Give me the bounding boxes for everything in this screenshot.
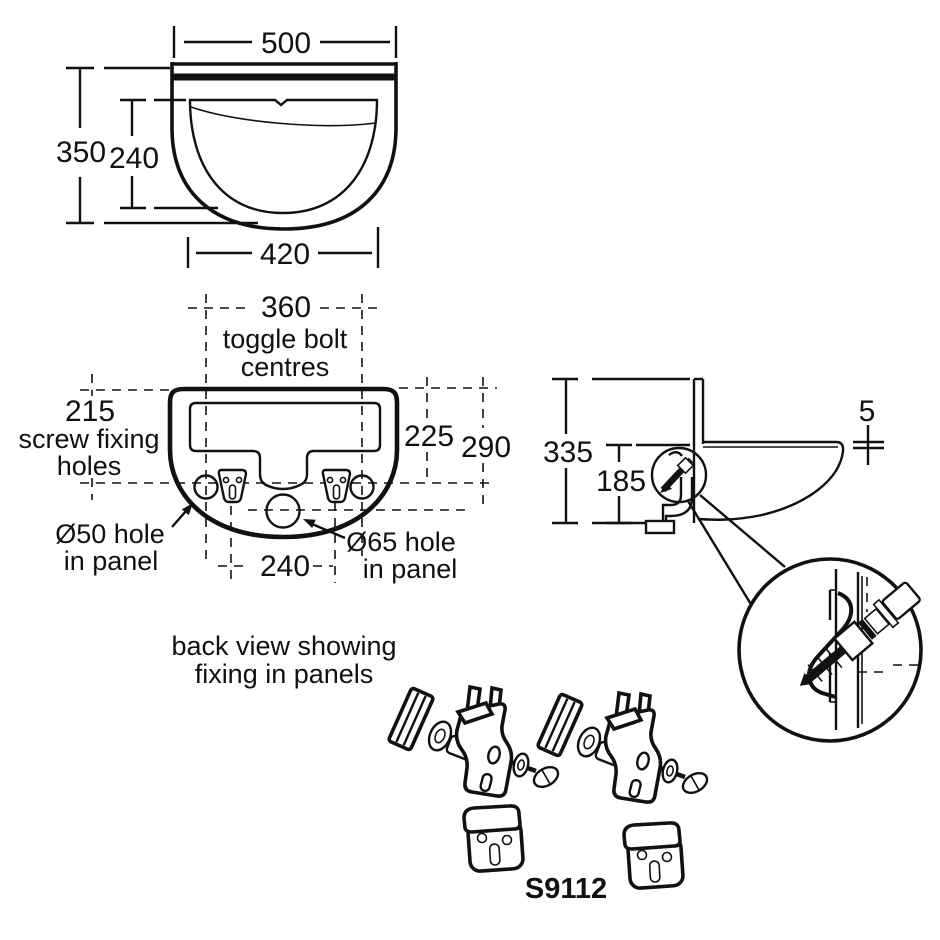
basin-bowl-inner — [188, 98, 379, 215]
dim-240-front-label: 240 — [109, 142, 159, 175]
back-view-caption-2: fixing in panels — [195, 659, 374, 689]
fixing-detail-small — [650, 446, 708, 504]
front-view: 500 350 240 — [56, 26, 398, 271]
dim-215-label: 215 — [65, 395, 115, 428]
basin-body-outline — [170, 82, 398, 231]
toggle-bolt-label-1: toggle bolt — [223, 324, 348, 354]
screw-fixing-label-2: holes — [57, 451, 122, 481]
fixing-bracket-left — [217, 468, 248, 504]
dim-185: 185 — [596, 443, 690, 525]
dim-240-back-label: 240 — [260, 550, 310, 583]
hole65-callout: Ø65 hole in panel — [303, 519, 457, 584]
dim-225-label: 225 — [404, 420, 454, 453]
dim-290-label: 290 — [461, 431, 511, 464]
dim-360-label: 360 — [261, 291, 311, 324]
screw-fixing-label-1: screw fixing — [18, 424, 159, 454]
detail-projection-line-2 — [686, 500, 754, 607]
basin-bowl-backedge — [190, 106, 377, 127]
wall-fixing-plate — [462, 804, 525, 873]
fixing-assembly — [387, 684, 560, 798]
exploded-fixing-kit: S9112 — [387, 684, 710, 905]
detail-projection-line-1 — [699, 494, 786, 568]
hole65-label-2: in panel — [363, 554, 458, 584]
dim-5-label: 5 — [859, 395, 876, 428]
toggle-bolt-assembly — [799, 581, 921, 686]
back-view-caption-1: back view showing — [171, 631, 396, 661]
dim-335: 335 — [543, 377, 690, 525]
dim-420: 420 — [186, 227, 380, 271]
dim-185-label: 185 — [596, 465, 646, 498]
toggle-bolt-label-2: centres — [241, 352, 330, 382]
dim-500: 500 — [172, 26, 398, 60]
back-view: 360 toggle bolt centres 215 screw fixing… — [18, 291, 511, 689]
dim-335-label: 335 — [543, 436, 593, 469]
hole50-label-2: in panel — [64, 546, 159, 576]
dim-350-label: 350 — [56, 136, 106, 169]
hole50-callout: Ø50 hole in panel — [55, 503, 193, 576]
basin-back-recess — [188, 401, 382, 491]
hole65-label-1: Ø65 hole — [346, 527, 456, 557]
side-view: 335 185 — [543, 377, 884, 607]
dim-5: 5 — [853, 395, 884, 465]
dim-420-label: 420 — [260, 238, 310, 271]
fixing-bracket-right — [321, 468, 352, 504]
toggle-hole-left — [193, 474, 219, 500]
hole50-label-1: Ø50 hole — [55, 519, 165, 549]
basin-back-outline — [167, 386, 400, 540]
toggle-hole-right — [349, 474, 375, 500]
dim-350: 350 — [56, 66, 258, 225]
fixing-detail-enlarged — [737, 557, 923, 743]
dim-500-label: 500 — [261, 27, 311, 60]
product-code-label: S9112 — [525, 873, 607, 905]
basin-side-profile — [697, 440, 845, 521]
dim-240-front: 240 — [109, 98, 218, 210]
basin-rim-band — [172, 73, 396, 81]
waste-hole — [265, 493, 301, 529]
detail-circle — [737, 557, 923, 743]
